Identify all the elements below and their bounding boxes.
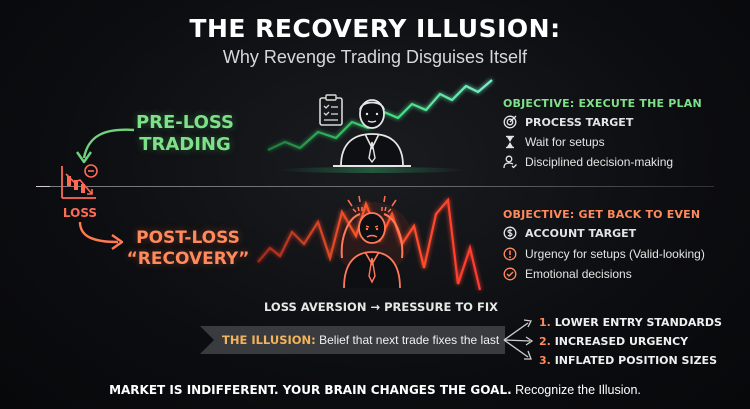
section-divider: [36, 186, 714, 187]
post-loss-objective: OBJECTIVE: GET BACK TO EVEN: [503, 208, 701, 221]
post-loss-item-emotional: Emotional decisions: [503, 265, 632, 283]
consequence-number: 1.: [539, 316, 551, 329]
post-loss-item-label: Urgency for setups (Valid-looking): [525, 247, 705, 261]
stressed-trader-icon: [332, 195, 412, 289]
post-loss-item-urgency: Urgency for setups (Valid-looking): [503, 245, 705, 263]
dollar-circle-icon: [503, 226, 517, 240]
branch-arrows: [503, 319, 534, 360]
consequence-text: INFLATED POSITION SIZES: [554, 354, 717, 367]
hourglass-icon: [503, 135, 517, 149]
target-icon: [503, 115, 517, 129]
alert-circle-icon: [503, 247, 517, 261]
loss-label: LOSS: [62, 206, 98, 220]
clipboard-icon: [319, 94, 343, 126]
person-check-icon: [503, 155, 517, 169]
curved-arrow-right-icon: [78, 221, 124, 250]
pre-loss-item-wait: Wait for setups: [503, 133, 605, 151]
curved-arrow-down-icon: [76, 128, 135, 164]
pre-loss-label: PRE-LOSS TRADING: [121, 112, 249, 156]
check-circle-icon: [503, 267, 517, 281]
footer-bold: MARKET IS INDIFFERENT. YOUR BRAIN CHANGE…: [109, 383, 512, 397]
post-loss-item-account-target: ACCOUNT TARGET: [503, 224, 636, 242]
pre-loss-objective: OBJECTIVE: EXECUTE THE PLAN: [503, 97, 702, 110]
consequence-text: INCREASED URGENCY: [554, 335, 689, 348]
pre-loss-item-label: PROCESS TARGET: [525, 115, 634, 129]
illusion-banner: [200, 326, 505, 354]
pre-loss-item-process-target: PROCESS TARGET: [503, 113, 633, 131]
post-loss-label-line1: POST-LOSS: [136, 228, 240, 248]
consequence-number: 3.: [539, 354, 551, 367]
footer-normal: Recognize the Illusion.: [511, 383, 641, 397]
loss-aversion-text: LOSS AVERSION → PRESSURE TO FIX: [264, 300, 498, 314]
calm-trader-icon: [333, 99, 411, 167]
consequence-text: LOWER ENTRY STANDARDS: [554, 316, 722, 329]
post-loss-label: POST-LOSS “RECOVERY”: [118, 228, 258, 270]
pre-loss-label-line1: PRE-LOSS: [135, 112, 235, 133]
illusion-label: THE ILLUSION:: [222, 333, 316, 347]
pre-loss-item-label: Wait for setups: [525, 135, 605, 149]
consequence-item: 2. INCREASED URGENCY: [539, 335, 688, 348]
post-loss-label-line2: “RECOVERY”: [126, 249, 250, 269]
illusion-text: THE ILLUSION: Belief that next trade fix…: [222, 333, 499, 347]
pre-loss-item-disciplined: Disciplined decision-making: [503, 153, 673, 171]
illusion-description: Belief that next trade fixes the last: [315, 333, 500, 347]
post-loss-item-label: ACCOUNT TARGET: [525, 226, 637, 240]
post-loss-item-label: Emotional decisions: [525, 267, 632, 281]
page-title: THE RECOVERY ILLUSION:: [189, 14, 561, 43]
consequence-item: 1. LOWER ENTRY STANDARDS: [539, 316, 722, 329]
consequence-item: 3. INFLATED POSITION SIZES: [539, 354, 717, 367]
footer-message: MARKET IS INDIFFERENT. YOUR BRAIN CHANGE…: [0, 383, 750, 397]
page-subtitle: Why Revenge Trading Disguises Itself: [222, 47, 528, 67]
divider-tick: [36, 186, 50, 187]
loss-chart-icon: [61, 164, 98, 199]
pre-loss-item-label: Disciplined decision-making: [525, 155, 674, 169]
pre-loss-label-line2: TRADING: [139, 134, 231, 155]
consequence-number: 2.: [539, 335, 551, 348]
